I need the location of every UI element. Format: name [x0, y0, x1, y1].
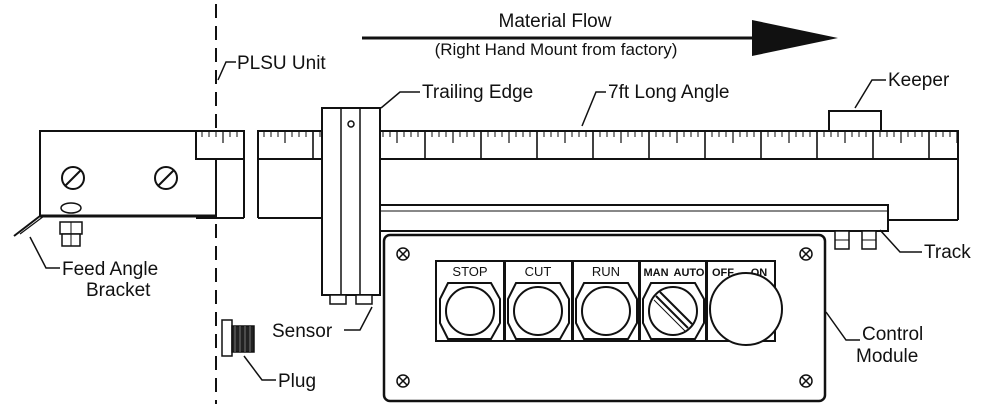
cut-button-label: CUT [525, 264, 552, 279]
run-button[interactable] [575, 282, 638, 340]
plug-label: Plug [278, 371, 316, 392]
keeper-label: Keeper [888, 70, 950, 91]
control-module-label-line1: Control [862, 324, 923, 345]
sensor-carriage [321, 107, 381, 305]
feed-angle-bracket [13, 130, 217, 237]
man-auto-selector-switch[interactable] [642, 282, 705, 340]
track-leader [879, 229, 922, 253]
man-label: MAN [643, 267, 668, 279]
cut-button[interactable] [507, 282, 570, 340]
run-button-label: RUN [592, 264, 620, 279]
auto-label: AUTO [674, 267, 705, 279]
off-label: OFF [712, 267, 734, 279]
control-module-leader [825, 311, 860, 341]
bracket-screw-icon [61, 166, 85, 190]
sensor-leader [344, 306, 373, 331]
track-rail [379, 204, 889, 250]
control-module-label-line2: Module [856, 346, 918, 367]
material-flow-subtitle: (Right Hand Mount from factory) [435, 40, 678, 59]
long-angle-leader [581, 91, 606, 127]
module-screw-icon [799, 374, 813, 388]
plug-leader [243, 355, 276, 381]
plsu-unit-leader [217, 61, 236, 81]
power-knob[interactable] [709, 272, 783, 346]
trailing-edge-leader [380, 91, 420, 109]
module-screw-icon [396, 247, 410, 261]
trailing-edge-label: Trailing Edge [422, 82, 533, 103]
plug-connector-icon [221, 319, 255, 357]
module-screw-icon [799, 247, 813, 261]
stop-button[interactable] [439, 282, 501, 340]
track-label: Track [924, 242, 971, 263]
material-flow-arrow [362, 20, 838, 56]
module-screw-icon [396, 374, 410, 388]
material-flow-title: Material Flow [499, 11, 612, 32]
keeper-block [828, 110, 882, 132]
feed-angle-label-line2: Bracket [86, 280, 151, 301]
bracket-screw-icon [154, 166, 178, 190]
sensor-label: Sensor [272, 321, 333, 342]
stop-button-label: STOP [452, 264, 487, 279]
bracket-bolt-icon [59, 202, 83, 247]
keeper-leader [854, 79, 886, 109]
long-angle-label: 7ft Long Angle [608, 82, 730, 103]
feed-angle-leader [29, 236, 60, 269]
plsu-unit-label: PLSU Unit [237, 53, 326, 74]
feed-angle-label-line1: Feed Angle [62, 259, 158, 280]
